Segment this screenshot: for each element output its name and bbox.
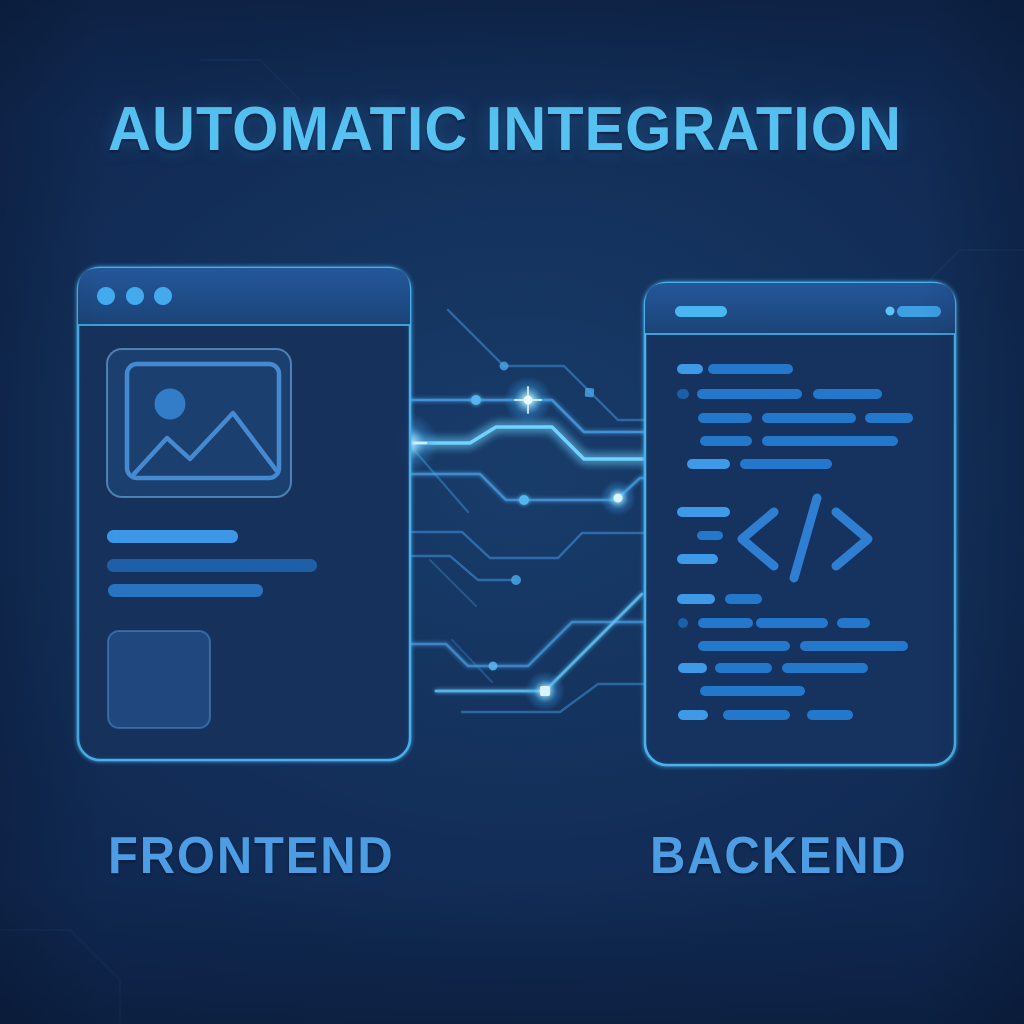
- code-line: [677, 594, 715, 604]
- background-circuit-texture: [0, 59, 1024, 1024]
- text-line: [107, 530, 238, 543]
- frontend-window-titlebar: [78, 268, 410, 324]
- frontend-label: FRONTEND: [108, 827, 395, 885]
- code-line: [708, 364, 793, 374]
- text-line: [107, 559, 317, 572]
- glow-star-icon: [600, 480, 636, 516]
- circuit-node-icon: [488, 661, 498, 671]
- code-line: [697, 389, 802, 399]
- code-line: [715, 663, 772, 673]
- titlebar-pill: [675, 306, 727, 317]
- code-line: [698, 413, 752, 423]
- code-line: [677, 364, 703, 374]
- circuit-node-icon: [471, 395, 481, 405]
- circuit-traces: [406, 308, 652, 714]
- circuit-node-icon: [511, 575, 521, 585]
- backend-panel-titlebar: [645, 283, 955, 333]
- code-line: [725, 594, 762, 604]
- code-line-placeholders: [677, 364, 913, 720]
- page-title: AUTOMATIC INTEGRATION: [108, 95, 902, 164]
- code-line: [677, 507, 730, 517]
- code-line: [723, 710, 790, 720]
- code-line: [800, 641, 908, 651]
- code-line: [762, 413, 856, 423]
- code-line: [837, 618, 870, 628]
- glow-star-icon: [525, 671, 565, 711]
- circuit-nodes: [471, 361, 595, 671]
- code-line: [678, 710, 708, 720]
- code-line: [813, 389, 882, 399]
- backend-label: BACKEND: [650, 827, 908, 885]
- code-line: [677, 554, 718, 564]
- backend-panel: [643, 281, 957, 767]
- code-line: [865, 413, 913, 423]
- code-line: [762, 436, 898, 446]
- code-dot: [678, 618, 688, 628]
- titlebar-pill: [897, 306, 941, 317]
- code-line: [697, 531, 723, 540]
- block-placeholder: [107, 630, 211, 729]
- code-line: [807, 710, 853, 720]
- glow-star-icon: [504, 376, 552, 424]
- titlebar-dot: [885, 306, 895, 316]
- code-line: [700, 686, 805, 696]
- text-line: [108, 584, 263, 597]
- code-line: [698, 618, 753, 628]
- image-icon: [124, 361, 282, 481]
- circuit-node-icon: [584, 387, 595, 398]
- frontend-window: [76, 266, 412, 762]
- code-line: [740, 459, 832, 469]
- code-line: [677, 389, 689, 399]
- code-line: [698, 641, 790, 651]
- code-line: [782, 663, 868, 673]
- circuit-node-icon: [519, 495, 529, 505]
- code-line: [700, 436, 752, 446]
- code-line: [678, 663, 707, 673]
- code-line: [687, 459, 730, 469]
- code-line: [756, 618, 828, 628]
- code-icon: [737, 493, 873, 583]
- circuit-node-icon: [499, 361, 509, 371]
- window-control-dots-icon: [97, 287, 172, 305]
- text-line-placeholders: [107, 530, 317, 597]
- image-placeholder-card: [106, 348, 292, 498]
